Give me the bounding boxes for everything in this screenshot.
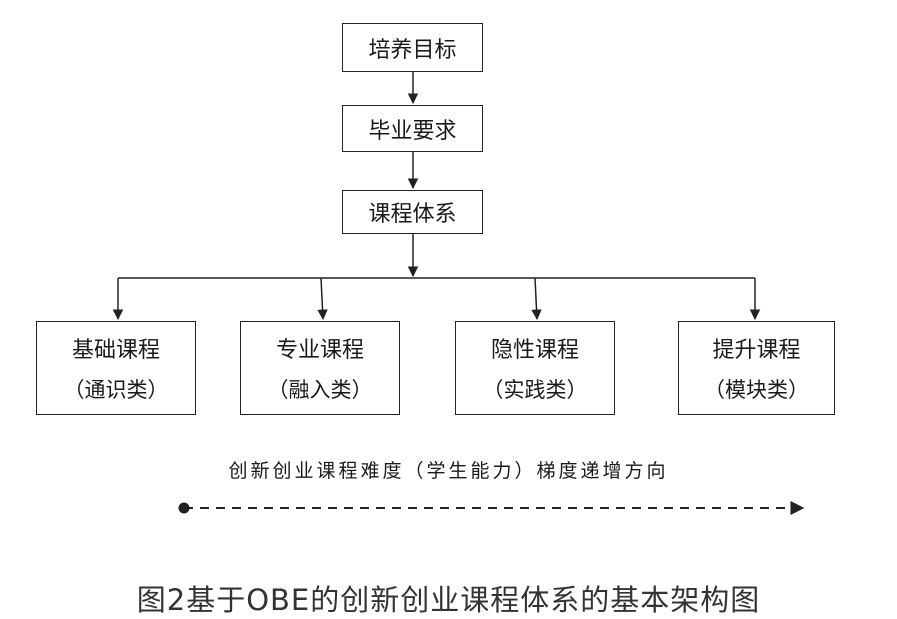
basic-course-box: 基础课程 （通识类）: [36, 321, 196, 415]
training-goal-box: 培养目标: [342, 23, 483, 72]
arrow-to-hidden: [531, 277, 542, 321]
figure-caption: 图2基于OBE的创新创业课程体系的基本架构图: [136, 583, 761, 617]
advanced-course-box: 提升课程 （模块类）: [678, 321, 835, 415]
graduation-requirement-label: 毕业要求: [368, 118, 457, 144]
hidden-course-type: （实践类）: [482, 378, 588, 402]
major-course-box: 专业课程 （融入类）: [240, 321, 400, 415]
hidden-course-name: 隐性课程: [490, 338, 579, 363]
difficulty-direction-label: 创新创业课程难度（学生能力）梯度递增方向: [228, 460, 669, 482]
training-goal-label: 培养目标: [368, 37, 457, 63]
hidden-course-box: 隐性课程 （实践类）: [455, 321, 615, 415]
curriculum-system-label: 课程体系: [368, 202, 457, 227]
basic-course-type: （通识类）: [63, 378, 169, 402]
arrow-to-major: [317, 277, 328, 321]
major-course-name: 专业课程: [275, 338, 364, 363]
basic-course-name: 基础课程: [71, 338, 160, 363]
curriculum-system-box: 课程体系: [342, 190, 483, 234]
major-course-type: （融入类）: [267, 378, 373, 402]
graduation-requirement-box: 毕业要求: [342, 105, 483, 152]
advanced-course-name: 提升课程: [712, 338, 801, 363]
advanced-course-type: （模块类）: [704, 378, 809, 402]
